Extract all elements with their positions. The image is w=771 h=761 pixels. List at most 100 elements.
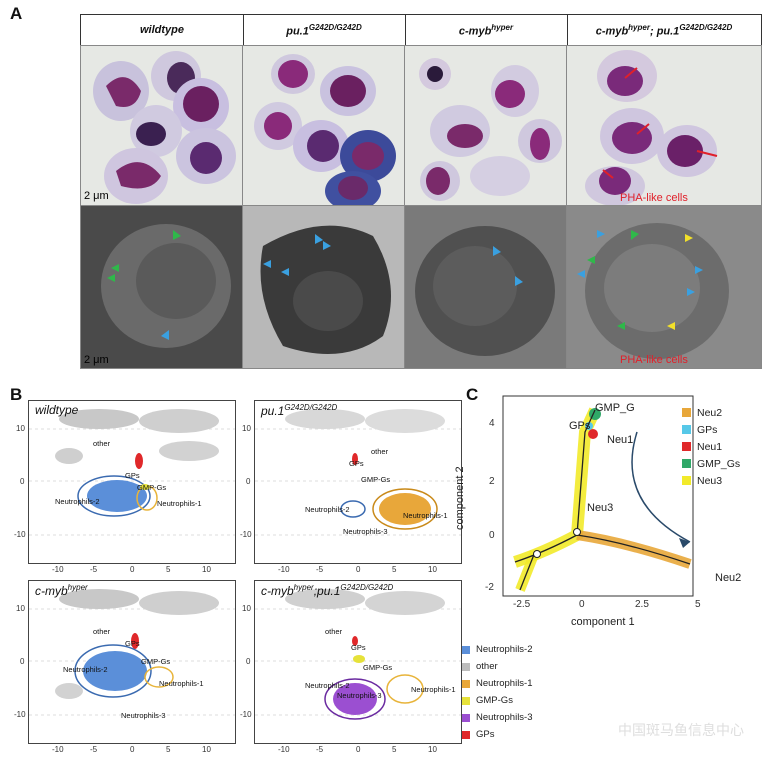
- legend-c-item: Neu3: [682, 472, 740, 489]
- ytick-c-10: 10: [16, 604, 25, 613]
- xtick-d-m10: -10: [278, 745, 290, 754]
- arrow-path: [631, 431, 691, 543]
- header-cmyb: c-mybhyper: [405, 15, 568, 45]
- ytick-a-m10: -10: [14, 530, 26, 539]
- label-neu2-cmyb: Neutrophils-2: [63, 665, 108, 674]
- legend-b-item: GPs: [462, 726, 533, 743]
- ytick-d-10: 10: [242, 604, 251, 613]
- legend-b-item: GMP-Gs: [462, 692, 533, 709]
- xtick-d-5: 5: [392, 745, 397, 754]
- micrograph-lm-pu1: [242, 45, 406, 207]
- micrograph-lm-wildtype: [80, 45, 244, 207]
- micrograph-em-wildtype: [80, 205, 244, 369]
- micrograph-em-cmyb-pu1: [566, 205, 762, 369]
- trajectory-chart: GMP_G GPs Neu1 Neu3 Neu2 4 2 0 -2 -2.5 0…: [485, 392, 765, 632]
- ytick-d-0: 0: [246, 657, 251, 666]
- pha-label-bottom: PHA-like cells: [620, 354, 688, 366]
- label-neu2-cmyb-pu1: Neutrophils-2: [305, 681, 350, 690]
- umap-title-wildtype: wildtype: [35, 403, 79, 417]
- micrograph-lm-cmyb: [404, 45, 568, 207]
- label-neu3-cmyb: Neutrophils-3: [121, 711, 166, 720]
- neu1-node-cluster: [588, 429, 598, 439]
- header-cmyb-pu1: c-mybhyper; pu.1G242D/G242D: [595, 23, 733, 38]
- xtick-d-0: 0: [356, 745, 361, 754]
- xtick-b-5: 5: [392, 565, 397, 574]
- c-xtick-5: 5: [695, 599, 701, 610]
- scale-bar-top: 2 μm: [84, 190, 109, 202]
- trajectory-line-2: [576, 534, 691, 565]
- ytick-b-10: 10: [242, 424, 251, 433]
- legend-c-item: GPs: [682, 421, 740, 438]
- pha-label-top: PHA-like cells: [620, 192, 688, 204]
- legend-b: Neutrophils-2 other Neutrophils-1 GMP-Gs…: [462, 641, 533, 743]
- legend-swatch: [682, 459, 691, 468]
- c-xtick-0: 0: [579, 599, 585, 610]
- xtick-a-10: 10: [202, 565, 211, 574]
- xtick-a-5: 5: [166, 565, 171, 574]
- xtick-c-0: 0: [130, 745, 135, 754]
- panel-letter-c: C: [466, 385, 479, 404]
- legend-swatch: [682, 442, 691, 451]
- umap-pu1: pu.1G242D/G242D other GPs GMP-Gs Neutrop…: [254, 400, 462, 564]
- label-gps: GPs: [125, 471, 140, 480]
- ytick-c-m10: -10: [14, 710, 26, 719]
- xtick-c-10: 10: [202, 745, 211, 754]
- xtick-c-m5: -5: [90, 745, 98, 754]
- umap-title-cmyb: c-mybhyper: [35, 583, 88, 598]
- watermark-text: 中国斑马鱼信息中心: [618, 722, 744, 738]
- c-ytick-0: 0: [489, 530, 495, 541]
- legend-b-item: Neutrophils-3: [462, 709, 533, 726]
- umap-cmyb-pu1: c-mybhyper;pu.1G242D/G242D other GPs GMP…: [254, 580, 462, 744]
- xtick-d-m5: -5: [316, 745, 324, 754]
- c-ytick-4: 4: [489, 418, 495, 429]
- header-wildtype: wildtype: [81, 15, 244, 45]
- umap-wildtype: wildtype other GPs GMP-Gs Neutrophils-1 …: [28, 400, 236, 564]
- legend-swatch: [462, 713, 470, 722]
- label-neu3-cmyb-pu1: Neutrophils-3: [337, 691, 382, 700]
- scale-bar-bottom: 2 μm: [84, 354, 109, 366]
- node-label-gps: GPs: [569, 420, 591, 432]
- c-ylabel: component 2: [454, 466, 466, 530]
- xtick-d-10: 10: [428, 745, 437, 754]
- label-gmp-gs-cmyb: GMP-Gs: [141, 657, 171, 666]
- label-gmp-gs-pu1: GMP-Gs: [361, 475, 391, 484]
- label-gmp-gs-cmyb-pu1: GMP-Gs: [363, 663, 393, 672]
- node-label-gmp-g: GMP_G: [595, 402, 635, 414]
- legend-swatch: [462, 662, 470, 671]
- xtick-b-10: 10: [428, 565, 437, 574]
- ytick-b-0: 0: [246, 477, 251, 486]
- header-pu1: pu.1G242D/G242D: [243, 15, 406, 45]
- label-neu3-pu1: Neutrophils-3: [343, 527, 388, 536]
- umap-title-cmyb-pu1: c-mybhyper;pu.1G242D/G242D: [261, 583, 394, 598]
- node-label-neu2: Neu2: [715, 572, 742, 584]
- node-label-neu1: Neu1: [607, 434, 634, 446]
- umap-cmyb: c-mybhyper other GPs GMP-Gs Neutrophils-…: [28, 580, 236, 744]
- label-other-cmyb-pu1: other: [325, 627, 343, 636]
- xtick-b-m5: -5: [316, 565, 324, 574]
- xtick-a-m10: -10: [52, 565, 64, 574]
- legend-b-item: Neutrophils-1: [462, 675, 533, 692]
- trajectory-line-3: [519, 551, 536, 591]
- ytick-c-0: 0: [20, 657, 25, 666]
- micrograph-em-cmyb: [404, 205, 568, 369]
- label-neu1-cmyb-pu1: Neutrophils-1: [411, 685, 456, 694]
- arrow-head: [679, 538, 690, 548]
- legend-c-item: GMP_Gs: [682, 455, 740, 472]
- legend-b-item: other: [462, 658, 533, 675]
- panel-letter-b: B: [10, 385, 23, 404]
- legend-swatch: [462, 696, 470, 705]
- ytick-a-0: 0: [20, 477, 25, 486]
- branch-node-1: [573, 528, 581, 536]
- legend-b-item: Neutrophils-2: [462, 641, 533, 658]
- branch-node-2: [533, 550, 541, 558]
- label-other-cmyb: other: [93, 627, 111, 636]
- c-xtick-m2-5: -2.5: [513, 599, 531, 610]
- label-neu2-pu1: Neutrophils-2: [305, 505, 350, 514]
- ytick-a-10: 10: [16, 424, 25, 433]
- xtick-b-m10: -10: [278, 565, 290, 574]
- panel-a-header-strip: wildtype pu.1G242D/G242D c-mybhyper c-my…: [80, 14, 762, 46]
- legend-swatch: [462, 730, 470, 739]
- panel-letter-a: A: [10, 4, 23, 23]
- label-neu2: Neutrophils-2: [55, 497, 100, 506]
- ytick-b-m10: -10: [240, 530, 252, 539]
